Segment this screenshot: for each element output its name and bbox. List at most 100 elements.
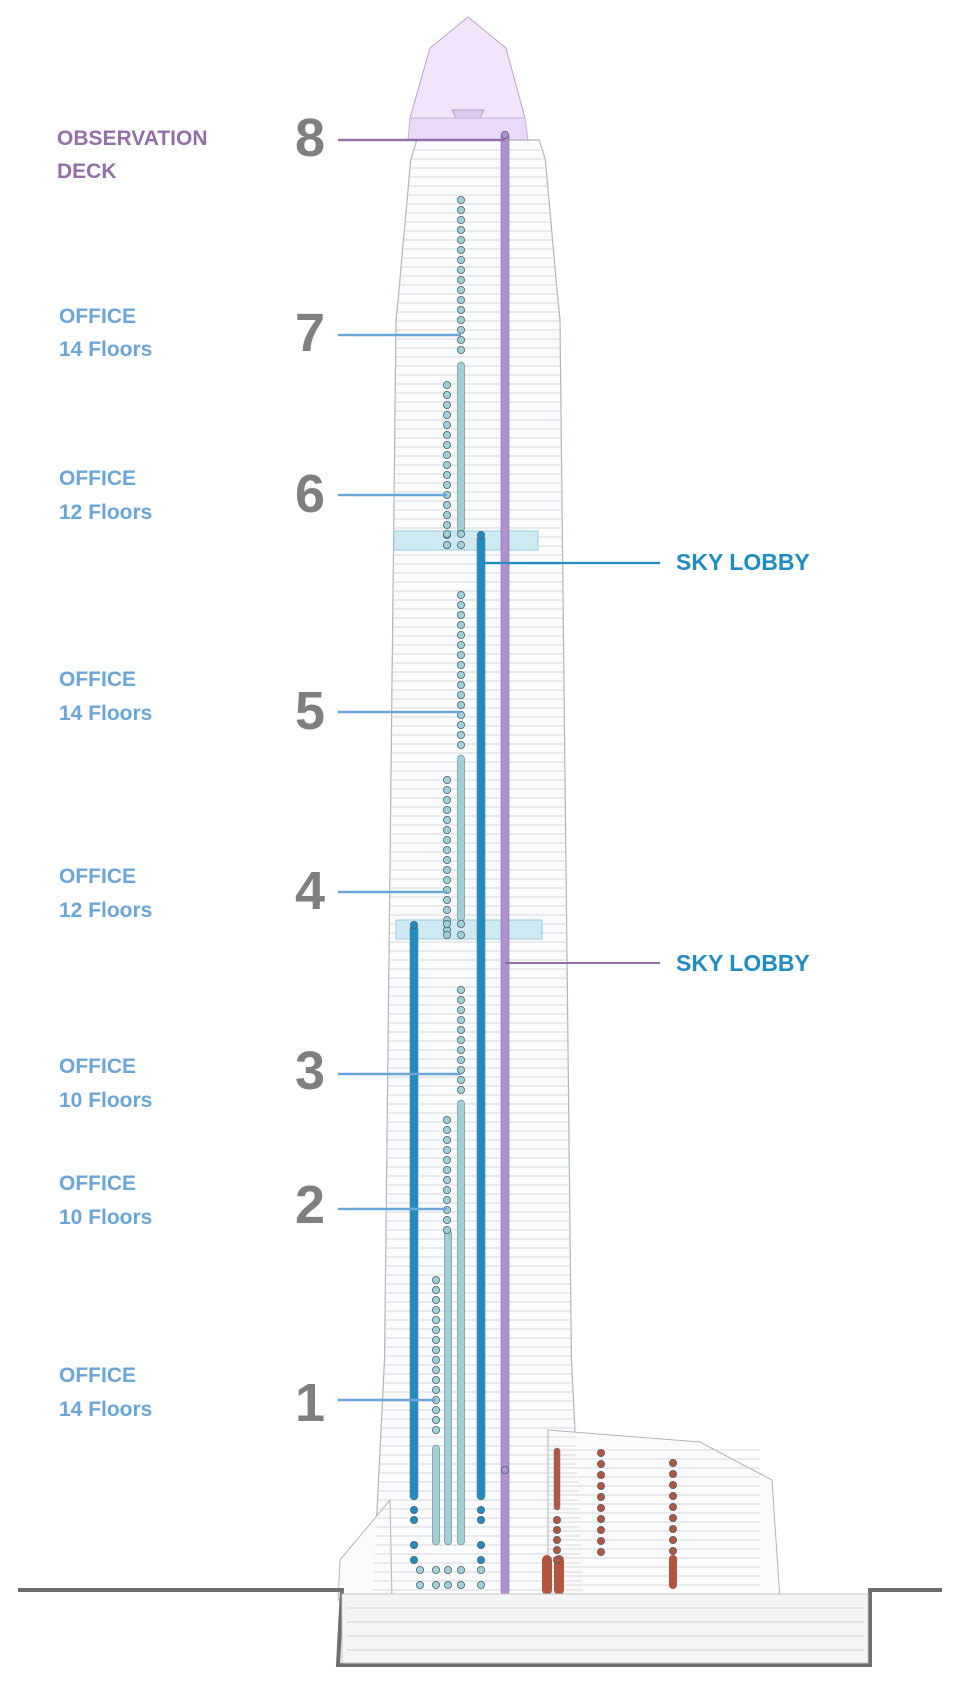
- zone-3-stop: [456, 1046, 465, 1055]
- zone-2-title: OFFICE: [59, 1172, 136, 1195]
- lobby-stop: [409, 1541, 418, 1550]
- lobby-stop: [476, 1581, 485, 1590]
- zone-4-stop: [442, 796, 451, 805]
- zone-3-number: 3: [294, 1041, 325, 1101]
- elevator-stops: [409, 130, 678, 1665]
- zone-1-stop: [431, 1406, 440, 1415]
- zone-5-stop: [456, 681, 465, 690]
- upper-sky-lobby-shuttle-shaft: [476, 534, 486, 1501]
- lobby-stop: [415, 1566, 424, 1575]
- zone-1-stop: [431, 1356, 440, 1365]
- service-stop: [553, 1556, 562, 1565]
- service-stop: [553, 1536, 562, 1545]
- zone-5-stop: [456, 591, 465, 600]
- zone-2-subtitle: 10 Floors: [59, 1206, 153, 1229]
- zone-7-title: OFFICE: [59, 305, 136, 328]
- zone-1-local-shaft: [432, 1444, 440, 1546]
- zone-4-stop: [442, 856, 451, 865]
- zone-4-stop: [442, 896, 451, 905]
- zone-7-stop: [456, 205, 465, 214]
- zone-5-stop: [456, 661, 465, 670]
- sky-lobby-stop: [442, 530, 451, 539]
- zone-5-stop: [456, 721, 465, 730]
- zone-5-stop: [456, 741, 465, 750]
- zone-4-stop: [442, 846, 451, 855]
- zone-2-stop: [442, 1116, 451, 1125]
- zone-4-subtitle: 12 Floors: [59, 899, 153, 922]
- zone-6-stop: [442, 380, 451, 389]
- observation-stop: [500, 1466, 509, 1475]
- sky-lobby-stop: [442, 931, 451, 940]
- zone-4-stop: [442, 826, 451, 835]
- zone-7-stop: [456, 255, 465, 264]
- zone-2-stop: [442, 1216, 451, 1225]
- service-stop: [553, 1526, 562, 1535]
- zone-5-stop: [456, 631, 465, 640]
- zone-1-subtitle: 14 Floors: [59, 1398, 153, 1421]
- observation-elevator-shaft: [500, 131, 510, 1596]
- zone-7-stop: [456, 335, 465, 344]
- zone-6-stop: [442, 470, 451, 479]
- podium-service-stop: [597, 1526, 606, 1535]
- zone-5-stop: [456, 651, 465, 660]
- sky-lobby-stop: [456, 530, 465, 539]
- zone-5-stop: [456, 731, 465, 740]
- podium-service-stop: [669, 1525, 678, 1534]
- zone-2-stop: [442, 1156, 451, 1165]
- zone-4-stop: [442, 806, 451, 815]
- zone-1-number: 1: [294, 1373, 325, 1433]
- zone-5-title: OFFICE: [59, 668, 136, 691]
- podium-service-stop: [597, 1460, 606, 1469]
- zone-7-stop: [456, 345, 465, 354]
- zone-1-stop: [431, 1386, 440, 1395]
- service-stop: [553, 1546, 562, 1555]
- observation-stop: [500, 130, 509, 139]
- zone-6-stop: [442, 510, 451, 519]
- service-car: [554, 1555, 564, 1595]
- sky-lobby-stop: [456, 541, 465, 550]
- zone-5-stop: [456, 601, 465, 610]
- zone-3-title: OFFICE: [59, 1055, 136, 1078]
- zone-2b-local-shaft: [444, 1229, 452, 1546]
- zone-6-stop: [442, 480, 451, 489]
- lower-sky-lobby-shuttle-shaft: [409, 924, 419, 1501]
- zone-4-title: OFFICE: [59, 865, 136, 888]
- tower-outline: [337, 16, 781, 1601]
- sky-lobby-stop: [442, 541, 451, 550]
- lobby-stop: [409, 1506, 418, 1515]
- zone-7-stop: [456, 325, 465, 334]
- zone-1-title: OFFICE: [59, 1364, 136, 1387]
- zone-2-local-shaft: [457, 1099, 465, 1546]
- zone-6-stop: [442, 450, 451, 459]
- zone-8-subtitle: DECK: [57, 160, 117, 183]
- podium-service-stop: [597, 1515, 606, 1524]
- podium-service-stop: [669, 1536, 678, 1545]
- zone-1-stop: [431, 1336, 440, 1345]
- shuttle-stop: [409, 921, 418, 930]
- zone-1-stop: [431, 1306, 440, 1315]
- zone-7-stop: [456, 225, 465, 234]
- observation-deck-band: [407, 117, 529, 141]
- zone-2-stop: [442, 1136, 451, 1145]
- zone-7-stop: [456, 315, 465, 324]
- zone-5-stop: [456, 611, 465, 620]
- lobby-stop: [443, 1581, 452, 1590]
- zone-3-stop: [456, 1036, 465, 1045]
- zone-3-stop: [456, 1076, 465, 1085]
- zone-7-subtitle: 14 Floors: [59, 338, 153, 361]
- zone-1-stop: [431, 1296, 440, 1305]
- lobby-stop: [431, 1566, 440, 1575]
- zone-4-local-shaft: [457, 754, 465, 922]
- zone-3-stop: [456, 996, 465, 1005]
- zone-2-stop: [442, 1166, 451, 1175]
- zone-6-stop: [442, 430, 451, 439]
- service-car: [542, 1555, 552, 1595]
- service-car: [669, 1555, 677, 1589]
- zone-3-stop: [456, 1056, 465, 1065]
- zone-3-stop: [456, 1006, 465, 1015]
- zone-7-stop: [456, 295, 465, 304]
- zone-4-number: 4: [294, 861, 325, 921]
- zone-4-stop: [442, 836, 451, 845]
- lobby-stop: [476, 1556, 485, 1565]
- zone-8-number: 8: [294, 108, 325, 168]
